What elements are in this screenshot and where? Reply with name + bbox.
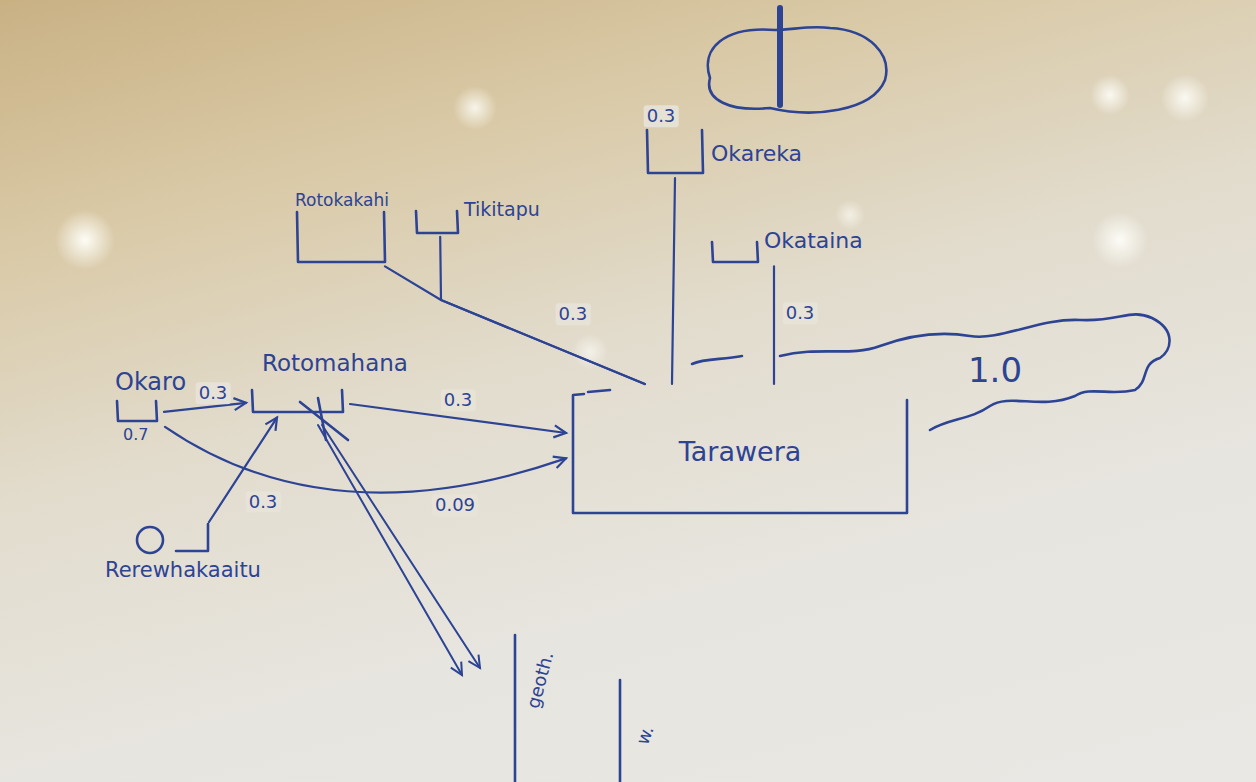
lake-symbol — [132, 518, 212, 554]
axis-line — [514, 635, 517, 782]
flow-connector — [672, 178, 675, 384]
flow-connector — [440, 237, 645, 384]
flow-value: 0.3 — [644, 105, 679, 127]
shore-mark — [588, 390, 610, 392]
lake-name: Okataina — [764, 228, 863, 254]
outflow-value: 1.0 — [968, 350, 1022, 391]
lake-name: Rotokakahi — [295, 190, 389, 210]
lake-bracket — [295, 212, 387, 264]
lake-node: Tikitapu — [414, 198, 540, 235]
lake-bracket — [710, 242, 760, 264]
lake-value: 0.7 — [123, 425, 148, 444]
lake-name: Okaro — [115, 368, 186, 397]
lake-node: Rerewhakaaitu — [105, 518, 261, 583]
catchment-divide — [777, 8, 783, 105]
geothermal-arrow — [322, 425, 480, 668]
lake-node: Okataina — [710, 228, 863, 264]
lake-bracket — [250, 390, 345, 414]
lake-box: Tarawera — [570, 388, 910, 516]
lake-node: Rotokakahi — [295, 190, 389, 264]
lake-node: Okaro 0.7 — [115, 368, 186, 444]
axis-line — [619, 680, 622, 782]
flow-connector — [385, 266, 645, 384]
outflow-cloud — [780, 314, 1170, 430]
lake-bracket — [645, 130, 705, 175]
flow-connector — [165, 427, 566, 493]
axis-note: geoth. — [522, 649, 558, 710]
flow-value: 0.3 — [246, 491, 281, 513]
catchment-outline — [708, 27, 886, 112]
lake-name: Rerewhakaaitu — [105, 558, 261, 583]
flow-connector — [773, 266, 775, 384]
shore-mark — [692, 356, 742, 364]
flow-value: 0.3 — [441, 390, 476, 412]
lake-name: Rotomahana — [262, 350, 408, 378]
flow-value: 0.3 — [196, 382, 231, 404]
flow-connector — [164, 403, 246, 412]
lake-name: Tarawera — [679, 436, 802, 468]
lake-name: Okareka — [711, 141, 802, 167]
geothermal-arrow — [318, 425, 462, 675]
axis-note: w. — [632, 722, 659, 747]
flow-value: 0.09 — [432, 494, 478, 516]
flow-value: 0.3 — [783, 302, 818, 324]
lake-bracket — [115, 401, 159, 423]
lake-node: Okareka — [645, 130, 802, 175]
flow-value: 0.3 — [556, 303, 591, 325]
lake-name: Tikitapu — [464, 198, 540, 221]
lake-node: Rotomahana — [250, 350, 408, 414]
lake-bracket — [414, 211, 460, 235]
